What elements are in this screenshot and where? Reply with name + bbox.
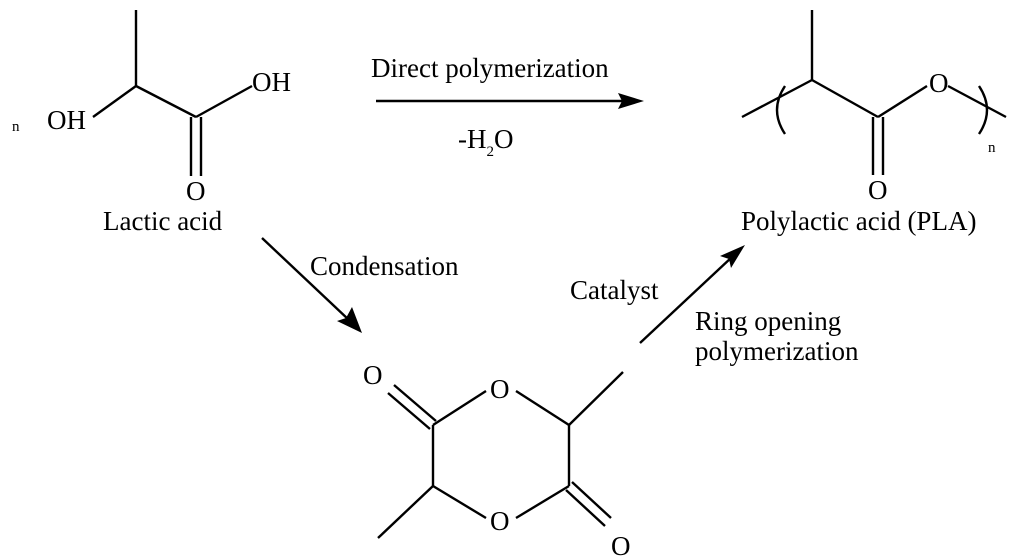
pla-carbonyl-o-label: O	[868, 175, 888, 205]
lactic-acid-carbonyl-o-label: O	[186, 176, 206, 206]
lactic-acid-bond-c2-c1	[135, 84, 197, 119]
pla-bond-chain-in	[741, 78, 813, 119]
lactic-acid-bond-c1-oh	[195, 84, 253, 119]
pla-structure: O O n Polylactic acid (PLA)	[741, 10, 1007, 236]
lactide-carbonyl1-bond-b	[387, 392, 431, 430]
direct-arrow-head	[618, 93, 644, 109]
lactic-acid-count-n: n	[12, 119, 20, 135]
lactic-acid-hydroxyl-label: OH	[47, 105, 86, 135]
lactide-bond-c1-o1	[432, 389, 487, 427]
lactide-bond-c4-o2	[515, 484, 570, 520]
pla-right-bracket	[977, 85, 989, 135]
pla-bond-carbonyl-o	[877, 84, 928, 119]
condensation-arrow-shaft	[261, 237, 350, 321]
lactic-acid-structure: n OH OH O Lactic acid	[12, 10, 291, 236]
ring-opening-arrow: Catalyst Ring opening polymerization	[570, 245, 859, 366]
lactide-bond-o1-c3	[515, 389, 570, 427]
pla-bond-c-carbonyl	[811, 78, 879, 119]
lactic-acid-bond-oh-c2	[92, 85, 137, 118]
lactide-methyl1-bond	[568, 371, 624, 426]
catalyst-label: Catalyst	[570, 275, 659, 305]
condensation-label: Condensation	[310, 251, 459, 281]
water-byproduct-label: -H2O	[458, 124, 514, 160]
lactide-carbonyl2-o-label: O	[611, 531, 631, 560]
ring-opening-arrow-shaft	[639, 256, 733, 344]
lactic-acid-acid-oh-label: OH	[252, 67, 291, 97]
ring-opening-label-line2: polymerization	[695, 336, 859, 366]
condensation-arrow: Condensation	[261, 237, 459, 333]
direct-polymerization-label: Direct polymerization	[371, 53, 609, 83]
pla-name: Polylactic acid (PLA)	[741, 206, 976, 236]
lactide-carbonyl1-o-label: O	[363, 360, 383, 390]
pla-bond-chain-out	[947, 84, 1007, 119]
direct-polymerization-arrow: Direct polymerization -H2O	[371, 53, 644, 160]
lactide-carbonyl2-bond-a	[565, 489, 606, 527]
lactide-bond-o2-c6	[432, 484, 487, 520]
pla-left-bracket	[775, 85, 787, 135]
ring-opening-label-line1: Ring opening	[695, 306, 841, 336]
lactide-structure: O O O O	[363, 360, 631, 560]
lactic-acid-name: Lactic acid	[103, 206, 223, 236]
pla-repeat-n: n	[988, 140, 996, 156]
condensation-arrow-head	[337, 307, 362, 333]
lactide-carbonyl1-bond-a	[393, 384, 437, 422]
ring-opening-arrow-head	[720, 245, 745, 268]
pla-ester-o-label: O	[929, 68, 949, 98]
lactide-ring-o2-label: O	[490, 506, 510, 536]
lactide-methyl2-bond	[377, 485, 434, 539]
lactide-ring-o1-label: O	[490, 374, 510, 404]
lactide-carbonyl2-bond-b	[571, 481, 612, 519]
